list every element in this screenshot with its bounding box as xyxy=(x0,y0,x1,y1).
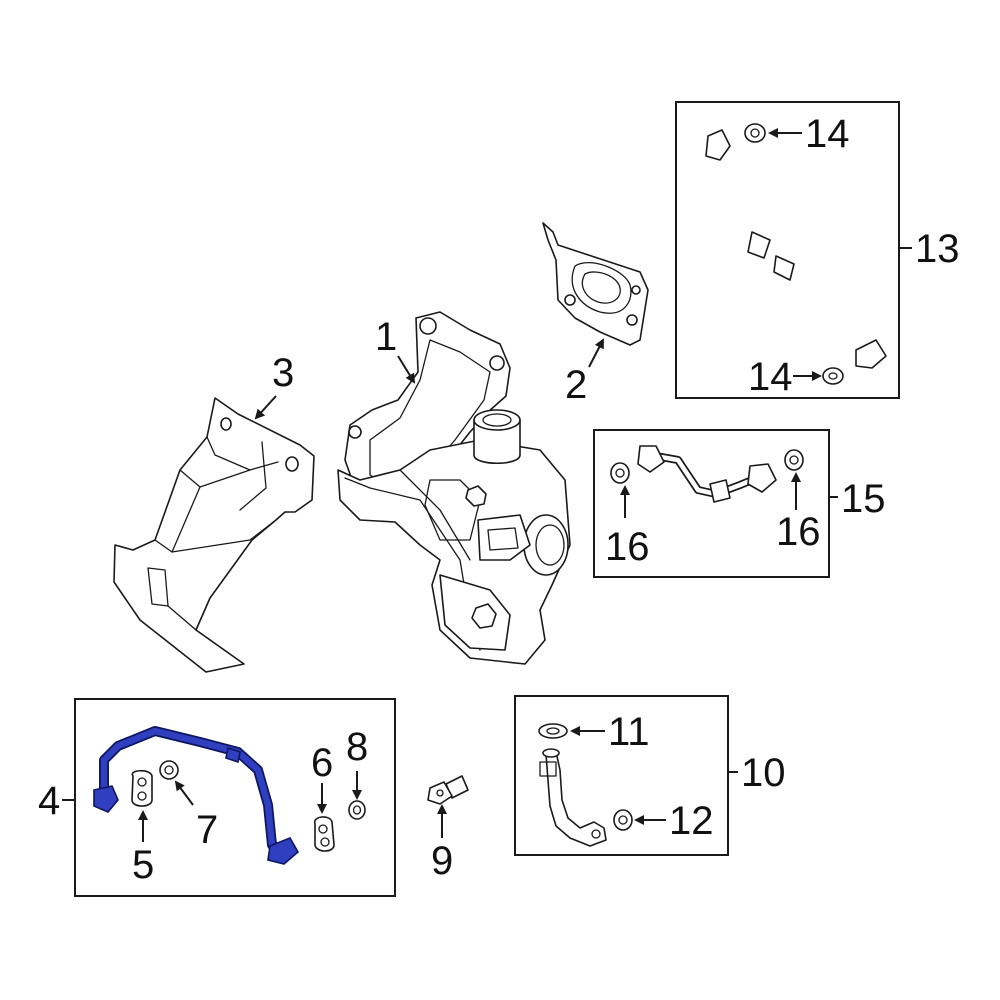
heat-shield-part-3[interactable] xyxy=(113,397,315,673)
leader-lines xyxy=(62,128,912,842)
callout-5: 5 xyxy=(132,843,154,887)
box-part-4 xyxy=(74,698,396,897)
coolant-line-part-15[interactable] xyxy=(637,445,777,503)
callout-10: 10 xyxy=(741,751,786,795)
callout-1: 1 xyxy=(375,315,397,359)
oil-line-part-4-highlighted[interactable] xyxy=(93,726,300,865)
callout-16-left: 16 xyxy=(605,525,650,569)
gasket-part-6[interactable] xyxy=(313,816,335,852)
washer-part-14-top[interactable] xyxy=(744,123,766,143)
washer-part-16-right[interactable] xyxy=(784,449,804,471)
washer-part-16-left[interactable] xyxy=(610,462,630,484)
gasket-part-11[interactable] xyxy=(538,723,568,739)
callout-12: 12 xyxy=(669,799,714,843)
box-part-13 xyxy=(675,101,900,399)
oil-return-tube-part-10[interactable] xyxy=(539,748,607,847)
callout-6: 6 xyxy=(311,741,333,785)
callout-13: 13 xyxy=(915,227,960,271)
callout-15: 15 xyxy=(841,477,886,521)
callout-3: 3 xyxy=(272,351,294,395)
washer-part-8[interactable] xyxy=(348,800,366,820)
callout-14-top: 14 xyxy=(805,112,850,156)
callout-labels: 1 2 3 4 5 6 7 8 9 10 11 12 13 14 14 15 1… xyxy=(38,112,960,887)
callout-4: 4 xyxy=(38,779,60,823)
oil-feed-line-part-13[interactable] xyxy=(691,129,887,369)
callout-14-bottom: 14 xyxy=(748,355,793,399)
bolt-part-9[interactable] xyxy=(427,775,469,805)
washer-part-7[interactable] xyxy=(159,760,179,780)
gasket-part-2[interactable] xyxy=(542,222,649,346)
callout-2: 2 xyxy=(565,363,587,407)
callout-16-right: 16 xyxy=(776,510,821,554)
washer-part-12[interactable] xyxy=(613,809,633,831)
turbocharger-part-1[interactable] xyxy=(337,311,571,665)
box-part-10 xyxy=(514,695,729,856)
gasket-part-5[interactable] xyxy=(131,769,153,807)
box-part-15 xyxy=(593,429,830,578)
washer-part-14-bottom[interactable] xyxy=(822,367,844,385)
callout-7: 7 xyxy=(196,808,218,852)
callout-9: 9 xyxy=(431,839,453,883)
callout-11: 11 xyxy=(608,710,650,754)
callout-8: 8 xyxy=(346,725,368,769)
